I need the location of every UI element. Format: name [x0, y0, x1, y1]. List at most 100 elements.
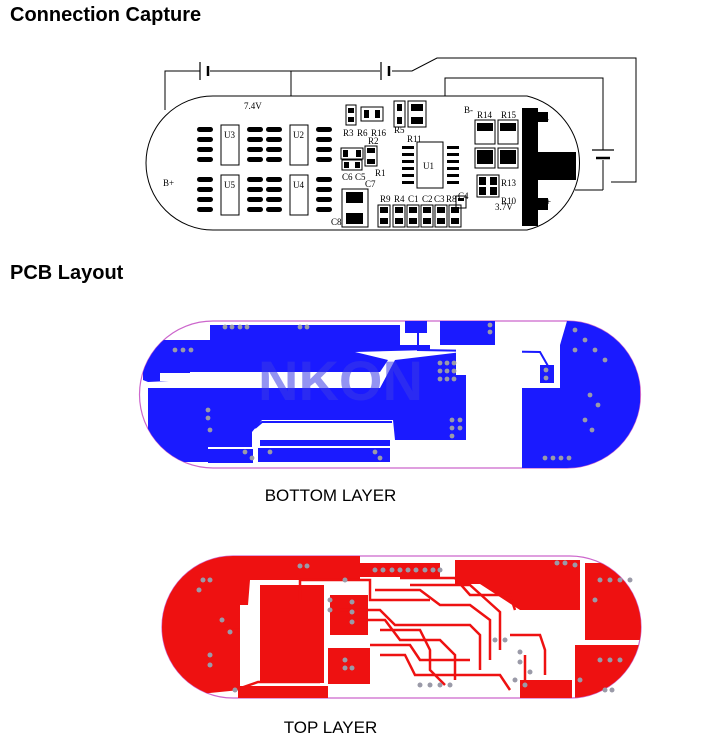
via	[444, 360, 450, 366]
via	[205, 407, 211, 413]
via	[543, 367, 549, 373]
via	[512, 677, 518, 683]
chip-label: U3	[224, 130, 235, 140]
via	[572, 562, 578, 568]
via	[242, 449, 248, 455]
component-label-c5: C5	[355, 172, 366, 182]
component-label-r4: R4	[394, 194, 405, 204]
chip-u2: U2	[266, 124, 332, 166]
component-label-c3: C3	[434, 194, 445, 204]
via	[207, 427, 213, 433]
via	[188, 347, 194, 353]
via	[562, 560, 568, 566]
via	[589, 427, 595, 433]
via	[527, 669, 533, 675]
via	[405, 567, 411, 573]
via	[617, 577, 623, 583]
via	[602, 687, 608, 693]
terminal-b-minus-label: B-	[464, 105, 473, 115]
via	[349, 619, 355, 625]
component-label-c1: C1	[408, 194, 419, 204]
via	[227, 629, 233, 635]
via	[437, 368, 443, 374]
via	[437, 682, 443, 688]
component-label-r13: R13	[501, 178, 517, 188]
via	[397, 567, 403, 573]
via	[380, 567, 386, 573]
via	[389, 567, 395, 573]
copper-trace	[298, 578, 430, 602]
copper-trace	[400, 576, 517, 611]
via	[437, 567, 443, 573]
via	[587, 392, 593, 398]
terminal-p-plus-label: P+	[541, 197, 551, 207]
schematic-components: U1	[340, 100, 576, 228]
via	[617, 657, 623, 663]
via	[207, 662, 213, 668]
via	[595, 402, 601, 408]
component-label-r6: R6	[357, 128, 368, 138]
via	[237, 324, 243, 330]
via	[304, 324, 310, 330]
bottom-layer-caption: BOTTOM LAYER	[264, 486, 397, 505]
component-label-r3: R3	[343, 128, 354, 138]
via	[437, 360, 443, 366]
component-label-r9: R9	[380, 194, 391, 204]
via	[304, 563, 310, 569]
via	[342, 665, 348, 671]
via	[342, 657, 348, 663]
via	[200, 577, 206, 583]
via	[449, 417, 455, 423]
copper-trace	[410, 583, 502, 650]
via	[207, 577, 213, 583]
via	[582, 337, 588, 343]
via	[517, 649, 523, 655]
via	[451, 376, 457, 382]
bottom-layer-pcb: NKON	[138, 320, 642, 469]
via	[222, 324, 228, 330]
via	[451, 360, 457, 366]
via	[457, 417, 463, 423]
copper-trace	[222, 623, 240, 632]
via	[447, 682, 453, 688]
via	[577, 677, 583, 683]
via	[413, 567, 419, 573]
via	[449, 425, 455, 431]
via	[207, 652, 213, 658]
via	[550, 455, 556, 461]
pcb-layout-title: PCB Layout	[10, 262, 124, 284]
top-vias	[196, 560, 633, 693]
via	[592, 597, 598, 603]
via	[572, 347, 578, 353]
chip-u4: U4	[266, 174, 332, 216]
chip-u3: U3	[197, 124, 263, 166]
copper-trace	[370, 643, 470, 662]
chip-label: U1	[423, 161, 434, 171]
component-label-r15: R15	[501, 110, 517, 120]
via	[451, 368, 457, 374]
battery-wires	[164, 57, 637, 191]
voltage-top-label: 7.4V	[244, 101, 262, 111]
via	[543, 375, 549, 381]
via	[372, 567, 378, 573]
via	[487, 322, 493, 328]
via	[522, 682, 528, 688]
battery-symbols	[199, 62, 614, 160]
via	[449, 433, 455, 439]
via	[592, 347, 598, 353]
via	[572, 327, 578, 333]
via	[196, 587, 202, 593]
component-label-r11: R11	[407, 134, 422, 144]
copper-trace	[375, 588, 492, 660]
via	[172, 347, 178, 353]
via	[372, 449, 378, 455]
chip-label: U2	[293, 130, 304, 140]
via	[602, 357, 608, 363]
via	[542, 455, 548, 461]
component-label-c2: C2	[422, 194, 433, 204]
via	[377, 455, 383, 461]
chip-label: U4	[293, 180, 304, 190]
via	[502, 637, 508, 643]
via	[607, 577, 613, 583]
